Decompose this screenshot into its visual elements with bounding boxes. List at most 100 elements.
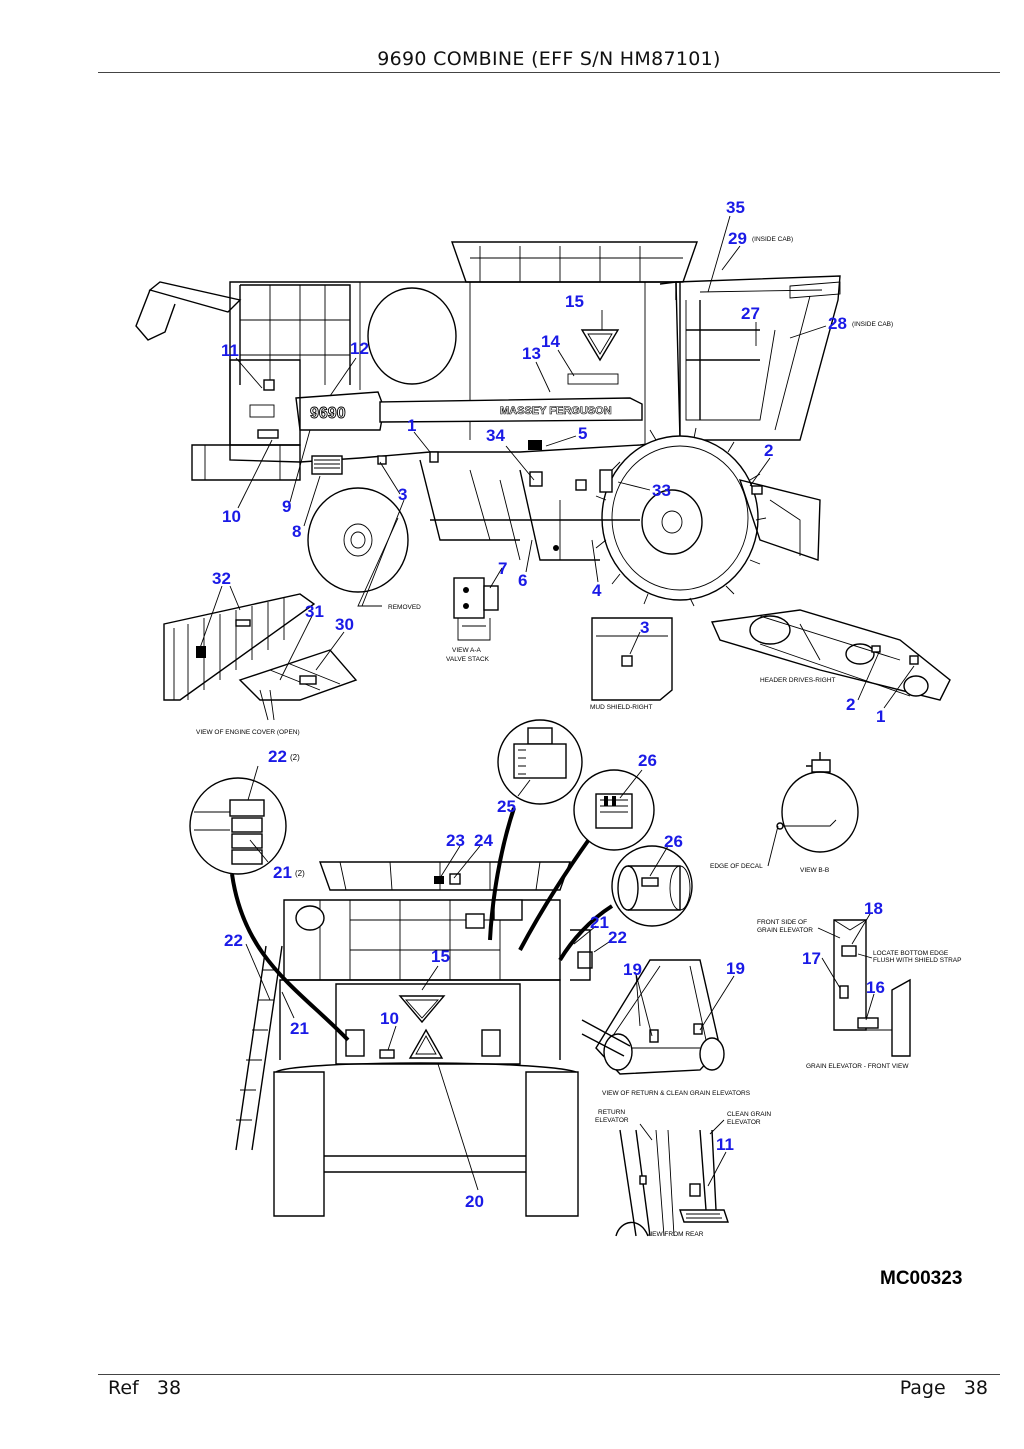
combine-rear-view [235,861,593,1217]
caption-mud-shield: MUD SHIELD-RIGHT [590,704,653,711]
callout-3-side: 3 [398,485,407,504]
note-inside-cab-29: (INSIDE CAB) [752,236,793,243]
callout-16: 16 [866,978,885,997]
note-inside-cab-28: (INSIDE CAB) [852,321,893,328]
callout-27: 27 [741,304,760,323]
page-title: 9690 COMBINE (EFF S/N HM87101) [377,48,721,70]
page-label: Page [899,1377,946,1399]
callout-24: 24 [474,831,493,850]
callout-26-top: 26 [638,751,657,770]
caption-clean-1: CLEAN GRAIN [727,1111,771,1118]
callout-14: 14 [541,332,560,351]
detail-circle-25 [497,719,583,805]
callout-22-rear-right: 22 [608,928,627,947]
callout-22-rear-left: 22 [224,931,243,950]
callout-10-rear: 10 [380,1009,399,1028]
callout-1-header: 1 [876,707,885,726]
callout-15-rear: 15 [431,947,450,966]
caption-engine-cover: VIEW OF ENGINE COVER (OPEN) [196,729,300,736]
callout-5: 5 [578,424,587,443]
caption-return-1: RETURN [598,1109,625,1116]
callout-12: 12 [350,339,369,358]
callout-21-detail: 21 [273,863,292,882]
callout-17: 17 [802,949,821,968]
callout-28: 28 [828,314,847,333]
view-bb [776,752,859,853]
caption-view-rear: VIEW FROM REAR [646,1231,704,1238]
caption-removed: REMOVED [388,604,421,611]
ref-value: 38 [156,1377,182,1399]
caption-valve-stack: VALVE STACK [446,656,490,663]
view-from-rear [615,1129,729,1237]
callout-15-side: 15 [565,292,584,311]
mud-shield-view [591,617,673,701]
callout-30: 30 [335,615,354,634]
elevators-view [581,959,725,1075]
callout-29: 29 [728,229,747,248]
removed-leader [357,517,399,607]
combine-side-view: 9690 MASSEY FERGUSON [135,241,841,607]
mf-logo-rear-icon [398,995,446,1024]
detail-circle-26b [611,845,693,927]
caption-front-side-2: GRAIN ELEVATOR [757,927,813,934]
detail-circle-26a [573,769,655,851]
callout-26-mid: 26 [664,832,683,851]
caption-locate-2: FLUSH WITH SHIELD STRAP [873,957,961,964]
callout-2-header: 2 [846,695,855,714]
grain-elevator-front-view [833,919,911,1057]
callout-8: 8 [292,522,301,541]
callout-3-mud: 3 [640,618,649,637]
callout-labels: 35 29 27 28 15 14 13 11 12 1 34 5 2 33 9… [212,198,885,1211]
engine-cover-view [163,593,358,721]
callout-25: 25 [497,797,516,816]
header-rule [98,72,1000,73]
page-value: 38 [963,1377,988,1399]
callout-2-side: 2 [764,441,773,460]
page-number: Page 38 [900,1377,988,1399]
model-badge: 9690 [310,405,346,422]
callout-9: 9 [282,497,291,516]
caption-view-bb: VIEW B-B [800,867,829,874]
caption-view-return: VIEW OF RETURN & CLEAN GRAIN ELEVATORS [602,1090,751,1097]
callout-34: 34 [486,426,505,445]
ref-number: Ref 38 [108,1377,181,1399]
callout-7: 7 [498,559,507,578]
callout-21-rear-right: 21 [590,913,609,932]
note-qty-22: (2) [290,753,300,762]
callout-10-side: 10 [222,507,241,526]
callout-35: 35 [726,198,745,217]
footer-rule [98,1374,1000,1375]
caption-grain-elev-front: GRAIN ELEVATOR - FRONT VIEW [806,1063,909,1070]
callout-4: 4 [592,581,602,600]
callout-23: 23 [446,831,465,850]
figure-code: MC00323 [880,1268,963,1289]
mf-logo-icon [580,329,620,362]
callout-13: 13 [522,344,541,363]
caption-header-drives: HEADER DRIVES-RIGHT [760,677,836,684]
drive-wheel [595,427,767,607]
caption-clean-2: ELEVATOR [727,1119,761,1126]
callout-1-side: 1 [407,416,416,435]
caption-locate-1: LOCATE BOTTOM EDGE [873,950,949,957]
callout-19-right: 19 [726,959,745,978]
callout-11-side: 11 [221,341,239,360]
callout-22-detail: 22 [268,747,287,766]
detail-circle-22-21 [189,777,287,875]
caption-view-aa: VIEW A-A [452,647,482,654]
callout-6: 6 [518,571,527,590]
callout-19-left: 19 [623,960,642,979]
ref-label: Ref [108,1377,139,1399]
callout-31: 31 [305,602,324,621]
note-qty-21: (2) [295,869,305,878]
callout-33: 33 [652,481,671,500]
callout-18: 18 [864,899,883,918]
callout-11-rear: 11 [716,1135,734,1154]
callout-21-rear-left: 21 [290,1019,309,1038]
valve-stack-view [453,577,499,641]
callout-32: 32 [212,569,231,588]
brand-badge: MASSEY FERGUSON [500,405,612,417]
caption-front-side-1: FRONT SIDE OF [757,919,807,926]
header-drives-view [710,609,951,701]
caption-return-2: ELEVATOR [595,1117,629,1124]
